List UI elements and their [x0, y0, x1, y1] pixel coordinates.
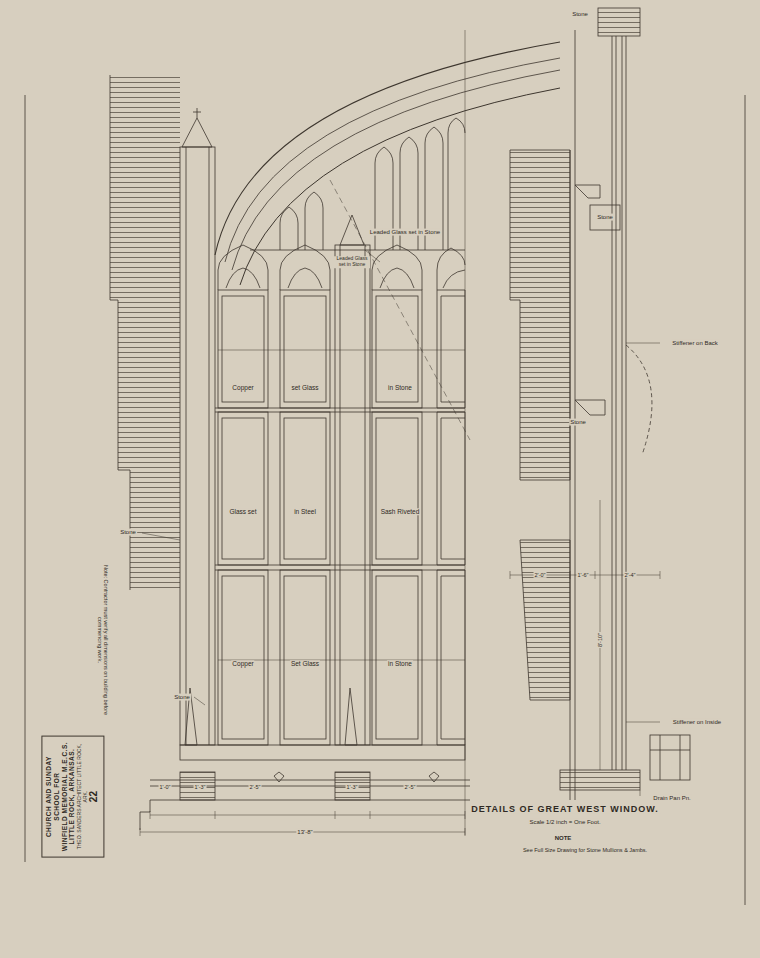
plan — [140, 772, 470, 836]
drawing-label: Drain Pan Pn. — [652, 795, 691, 802]
border-line — [745, 95, 746, 905]
section — [510, 8, 690, 800]
title-text: CHURCH AND SUNDAY SCHOOL FOR — [45, 741, 61, 853]
drawing-label: Note: Contractor must verify all dimensi… — [97, 559, 110, 721]
drawing-label: Sash Riveted — [380, 508, 421, 515]
arch-band — [215, 42, 560, 255]
drawing-title: DETAILS OF GREAT WEST WINDOW. — [470, 804, 660, 814]
tracery — [218, 118, 465, 290]
lights — [215, 245, 465, 745]
drawing-label: Leaded Glass set in Stone — [369, 229, 441, 236]
title-text: LITTLE ROCK, ARKANSAS. — [69, 741, 77, 853]
drawing-label: 1'-3" — [194, 784, 207, 790]
elevation — [25, 30, 745, 905]
pier-pinnacle — [340, 215, 364, 245]
drawing-label: 1'-0" — [159, 784, 172, 790]
title-block: CHURCH AND SUNDAY SCHOOL FORWINFIELD MEM… — [41, 736, 104, 858]
drawing-label: Stone — [119, 529, 137, 536]
drawing-label: Copper — [231, 660, 254, 667]
drawing-label: in Stone — [387, 384, 413, 391]
border-line — [25, 95, 26, 862]
drawing-label: Scale 1/2 inch = One Foot. — [528, 819, 601, 826]
drawing-label: set Glass — [290, 384, 319, 391]
jamb — [180, 147, 215, 745]
drawing-label: 8'-10" — [597, 632, 603, 648]
stone-edge — [110, 75, 130, 590]
drawing-label: 2'-0" — [534, 572, 547, 578]
title-text: 22 — [89, 741, 101, 853]
drawing-label: Stone — [569, 419, 587, 426]
drawing-label: Glass set — [228, 508, 257, 515]
drawing-label: Stone — [571, 11, 589, 18]
sill — [180, 745, 465, 760]
drawing-label: in Stone — [387, 660, 413, 667]
leader-line — [142, 533, 180, 540]
drawing-label: Stone — [596, 214, 614, 221]
drawing-label: NOTE — [554, 835, 573, 842]
pinnacle — [182, 118, 212, 147]
drawing-label: 2'-5" — [404, 784, 417, 790]
drawing-label: in Steel — [293, 508, 317, 515]
drawing-label: 1'-3" — [346, 784, 359, 790]
stone-hatch — [110, 75, 180, 590]
drawing-label: Leaded Glass set in Stone — [334, 256, 370, 268]
drawing-label: Set Glass — [290, 660, 320, 667]
drawing-label: 1'-6" — [577, 572, 590, 578]
drawing-label: Copper — [231, 384, 254, 391]
title-text: THEO. SANDERS ARCHITECT LITTLE ROCK, ARK… — [77, 741, 89, 853]
drawing-label: 13'-8" — [296, 829, 313, 836]
corbel — [185, 688, 357, 745]
drawing-label: Stone — [173, 694, 191, 701]
title-text: WINFIELD MEMORIAL M.E.C.S. — [61, 741, 69, 853]
drawing-label: See Full Size Drawing for Stone Mullions… — [522, 847, 648, 853]
drawing-label: 2'-5" — [249, 784, 262, 790]
drawing-label: Stiffener on Inside — [672, 719, 722, 726]
drawing-label: Stiffener on Back — [671, 340, 719, 347]
drawing-label: 2'-4" — [624, 572, 637, 578]
